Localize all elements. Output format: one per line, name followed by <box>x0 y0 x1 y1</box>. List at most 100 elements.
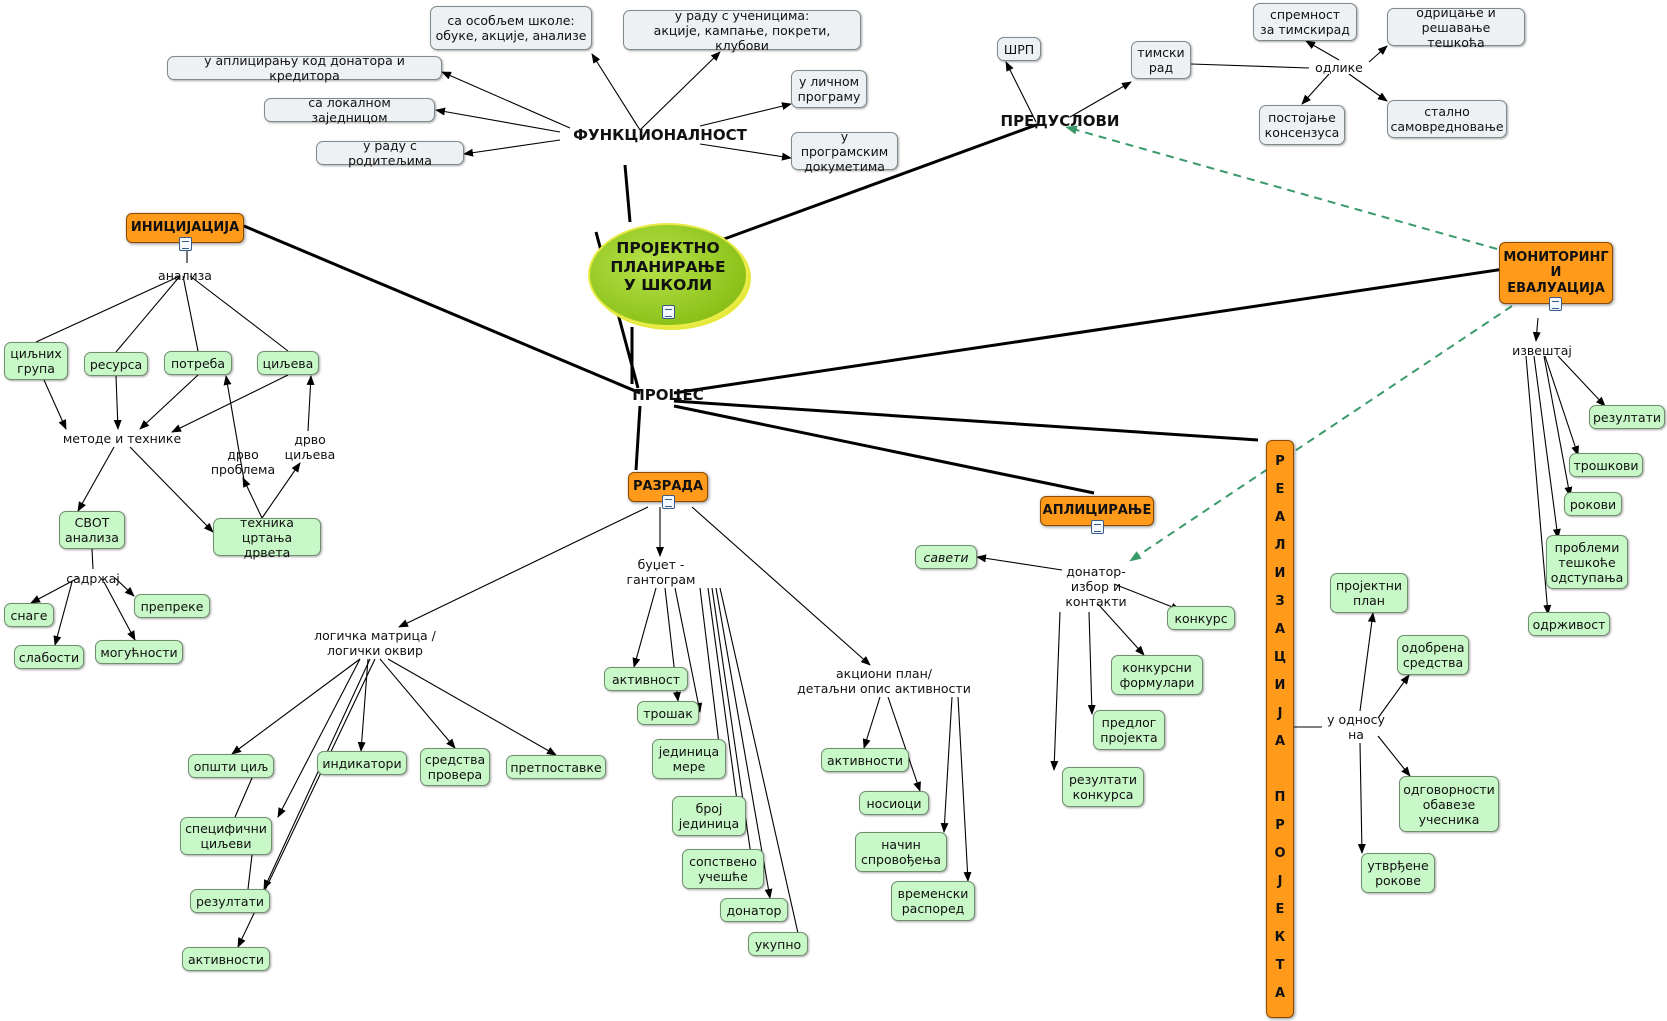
r-akcioni[interactable]: акциони план/ детаљни опис активности <box>797 666 971 696</box>
r-aktivnosti[interactable]: активности <box>182 947 270 971</box>
funkcionalnost-label[interactable]: ФУНКЦИОНАЛНОСТ <box>573 126 747 144</box>
i-snage[interactable]: снаге <box>4 603 54 627</box>
i-svot[interactable]: СВОТ анализа <box>59 511 125 549</box>
m-troskovi[interactable]: трошкови <box>1569 453 1643 477</box>
link-line <box>398 506 649 628</box>
link-line <box>129 446 214 533</box>
r-a-aktivnosti[interactable]: активности <box>821 748 909 772</box>
m-rezultati[interactable]: резултати <box>1589 405 1665 429</box>
i-ciljeva[interactable]: циљева <box>257 351 319 375</box>
p-konsenzus[interactable]: постојање консензуса <box>1259 105 1345 145</box>
r-rezultati[interactable]: резултати <box>190 889 270 913</box>
monitoring-node[interactable]: МОНИТОРИНГ И ЕВАЛУАЦИЈА <box>1499 242 1613 304</box>
i-tehnika[interactable]: техника цртања дрвета <box>213 515 321 560</box>
a-rezultati[interactable]: резултати конкурса <box>1062 767 1144 807</box>
i-metode[interactable]: методе и технике <box>62 430 182 446</box>
r-b-ukupno[interactable]: укупно <box>748 932 808 956</box>
preduslovi-label[interactable]: ПРЕДУСЛОВИ <box>1000 112 1120 130</box>
link-line <box>306 375 315 432</box>
r-a-nacin[interactable]: начин спровођења <box>855 832 947 872</box>
a-donator[interactable]: донатор- избор и контакти <box>1065 563 1127 609</box>
link-line <box>114 577 135 597</box>
r-b-donator[interactable]: донатор <box>720 898 788 922</box>
m-izvestaj[interactable]: извештај <box>1512 342 1572 358</box>
link-line <box>171 374 289 433</box>
document-icon[interactable] <box>179 237 192 251</box>
z-odobrena[interactable]: одобрена средства <box>1397 635 1469 675</box>
a-predlog[interactable]: предлог пројекта <box>1093 710 1165 750</box>
link-line <box>277 658 361 818</box>
z-projektni[interactable]: пројектни план <box>1330 573 1408 613</box>
r-pretpostavke[interactable]: претпоставке <box>506 755 606 779</box>
link-line <box>715 587 773 899</box>
r-opsti[interactable]: општи циљ <box>188 754 274 778</box>
r-b-jedinica[interactable]: јединица мере <box>652 739 726 779</box>
link-line <box>957 696 972 882</box>
f-donatori[interactable]: у аплицирању код донатора и кредитора <box>167 53 442 83</box>
link-line <box>91 548 94 570</box>
link-line <box>261 462 301 519</box>
realizacija-letter: Р <box>1275 454 1285 469</box>
f-osoblje[interactable]: са особљем школе: обуке, акције, анализе <box>430 6 592 50</box>
m-odrzivost[interactable]: одрживост <box>1528 612 1610 636</box>
apliciranje-node[interactable]: АПЛИЦИРАЊЕ <box>1040 496 1154 526</box>
link-line <box>1301 73 1330 105</box>
link-line <box>1544 355 1579 456</box>
i-drvo-problema[interactable]: дрво проблема <box>210 447 276 477</box>
r-b-aktivnost[interactable]: активност <box>604 667 688 691</box>
a-saveti[interactable]: савети <box>915 545 977 569</box>
link-line <box>242 477 263 519</box>
m-rokovi[interactable]: рокови <box>1564 492 1622 516</box>
r-a-vremenski[interactable]: временски распоред <box>891 881 975 921</box>
m-problemi[interactable]: проблеми тешкоће одступања <box>1546 535 1628 589</box>
z-odnos[interactable]: у односу на <box>1327 712 1385 742</box>
r-b-broj[interactable]: број јединица <box>672 796 746 836</box>
i-potreba[interactable]: потреба <box>164 351 232 375</box>
link-line <box>1069 81 1132 118</box>
p-odlike[interactable]: одлике <box>1315 59 1363 75</box>
r-budzet[interactable]: буџет - гантограм <box>626 557 696 587</box>
a-konkurs[interactable]: конкурс <box>1167 606 1235 630</box>
p-srp[interactable]: ШРП <box>997 37 1041 61</box>
i-resursa[interactable]: ресурса <box>84 352 148 376</box>
i-drvo-ciljeva[interactable]: дрво циљева <box>284 432 336 462</box>
document-icon[interactable] <box>1549 297 1562 311</box>
document-icon[interactable] <box>662 495 675 509</box>
i-ciljne[interactable]: циљних група <box>4 342 68 380</box>
i-prepreke[interactable]: препреке <box>134 594 210 618</box>
document-icon[interactable] <box>662 305 675 319</box>
r-a-nosioci[interactable]: носиоци <box>859 791 929 815</box>
r-indikatori[interactable]: индикатори <box>317 751 407 775</box>
document-icon[interactable] <box>1091 520 1104 534</box>
r-b-sopstveno[interactable]: сопствено учешће <box>682 849 764 889</box>
p-samovred[interactable]: стално самовредновање <box>1387 100 1507 138</box>
r-specificni[interactable]: специфични циљеви <box>180 817 272 855</box>
r-logicka[interactable]: логичка матрица / логички оквир <box>314 628 436 658</box>
f-zajednica[interactable]: са локалном заједницом <box>264 95 435 125</box>
z-utvrdjene[interactable]: утврђене рокове <box>1361 853 1435 893</box>
r-sredstva[interactable]: средства провера <box>420 748 490 786</box>
f-programski[interactable]: у програмским докуметима <box>791 129 898 174</box>
i-analiza[interactable]: анализа <box>158 267 212 283</box>
link-line <box>1543 355 1573 497</box>
i-mogucnosti[interactable]: могућности <box>95 640 183 664</box>
p-spremnost[interactable]: спремност за тимскирад <box>1253 3 1357 41</box>
f-licni[interactable]: у личном програму <box>791 70 867 108</box>
razrada-node[interactable]: РАЗРАДА <box>628 472 708 502</box>
link-line <box>247 854 253 890</box>
link-line <box>634 405 642 471</box>
link-line <box>1129 305 1513 562</box>
f-roditelji[interactable]: у раду с родитељима <box>316 138 464 168</box>
realizacija-letter: А <box>1274 622 1286 637</box>
f-ucenici[interactable]: у раду с ученицима: акције, кампање, пок… <box>623 8 861 53</box>
p-timski[interactable]: тимски рад <box>1131 41 1191 79</box>
link-line <box>699 102 792 127</box>
z-odgovornosti[interactable]: одговорности обавезе учесника <box>1399 776 1499 832</box>
a-formulari[interactable]: конкурсни формулари <box>1111 655 1203 695</box>
i-sadrzaj[interactable]: садржај <box>66 570 120 586</box>
p-odricanje[interactable]: одрицање и решавање тешкоћа <box>1387 5 1525 50</box>
proces-label[interactable]: ПРОЦЕС <box>632 386 704 404</box>
r-b-trosak[interactable]: трошак <box>637 701 699 725</box>
i-slabosti[interactable]: слабости <box>14 645 84 669</box>
